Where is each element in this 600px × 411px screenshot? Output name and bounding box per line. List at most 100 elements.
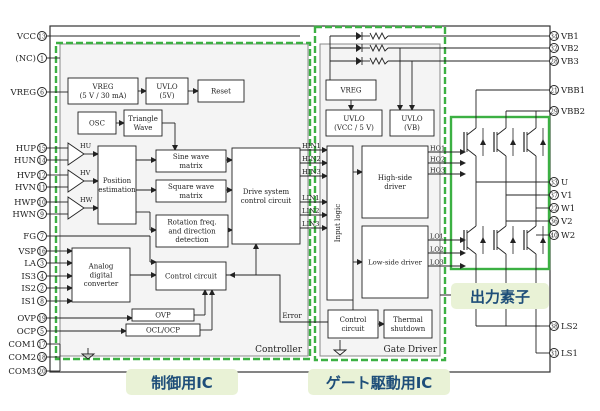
low-side-driver-block-label: Low-side driver: [368, 258, 423, 266]
gd-vreg-block-label: VREG: [339, 86, 361, 94]
triangle-wave-block-label: Wave: [134, 124, 153, 132]
pin-number: 5: [40, 328, 44, 335]
pin-circle: [549, 230, 559, 240]
pin-number: 18: [38, 354, 46, 361]
pin-circle: [549, 85, 559, 95]
pin-circle: [37, 283, 47, 293]
gate-driver-ic-frame: [313, 25, 447, 362]
uvlo-block: [145, 77, 189, 105]
uvlo-block-label: (5V): [160, 92, 175, 100]
square-wave-block-label: matrix: [179, 192, 202, 200]
drive-system-block-label: Drive system: [243, 188, 290, 196]
bootstrap-diode-icon: [356, 57, 362, 65]
signal-label: LIN3: [302, 220, 319, 228]
igbt-emitter: [466, 246, 477, 255]
pin-number: 28: [550, 58, 558, 65]
pin-name: VBB1: [560, 86, 585, 96]
gate-driver-caption: Gate Driver: [384, 345, 438, 355]
igbt-emitter: [526, 246, 537, 255]
pin-circle: [37, 271, 47, 281]
drive-system-block-label: control circuit: [241, 197, 292, 205]
output-label: HO1: [430, 145, 445, 153]
pin-number: 37: [550, 192, 558, 199]
triangle-wave-block-label: Triangle: [128, 115, 158, 123]
pin-name: HUN: [14, 156, 37, 166]
pin-name: HVP: [17, 171, 37, 181]
igbt-collector: [466, 127, 477, 136]
igbt-emitter: [466, 148, 477, 157]
pin-circle: [549, 43, 559, 53]
pin-number: 4: [40, 273, 44, 280]
vreg-block: [67, 77, 139, 105]
pin-circle: [37, 197, 47, 207]
pin-number: 40: [550, 232, 558, 239]
pin-name: V2: [560, 217, 573, 227]
rotation-detection-block-label: Rotation freq.: [167, 219, 216, 227]
bootstrap-diode-icon: [356, 44, 362, 52]
pin-name: VB2: [560, 44, 579, 54]
thermal-shutdown-block-label: Thermal: [393, 316, 423, 324]
ovp-block: [131, 308, 195, 322]
pin-circle: [37, 296, 47, 306]
pin-number: 22: [550, 205, 558, 212]
vreg-block-label: VREG: [91, 83, 113, 91]
pin-number: 32: [550, 45, 558, 52]
pin-number: 12: [38, 172, 46, 179]
hall-label: HV: [80, 169, 91, 177]
pin-name: IS1: [21, 297, 36, 307]
output-devices-badge: [451, 283, 549, 309]
ovp-block-label: OVP: [155, 311, 171, 319]
vreg-block-label: (5 V / 30 mA): [80, 92, 127, 100]
pin-number: 13: [38, 33, 46, 40]
ocl-block-label: OCL/OCP: [146, 326, 180, 334]
pin-name: LA: [24, 259, 37, 269]
pin-name: IS2: [21, 284, 36, 294]
resistor-icon: [369, 56, 389, 66]
pin-circle: [37, 231, 47, 241]
pin-name: FG: [23, 232, 36, 242]
pin-circle: [549, 321, 559, 331]
resistor-icon: [369, 31, 389, 41]
pin-name: W1: [561, 204, 575, 214]
input-logic-block: [326, 145, 354, 301]
pin-circle: [549, 203, 559, 213]
signal-label: HIN1: [302, 142, 321, 150]
pin-circle: [37, 258, 47, 268]
reset-block: [197, 79, 245, 103]
igbt-emitter: [496, 148, 507, 157]
pin-circle: [37, 87, 47, 97]
position-estimation-block: [97, 145, 137, 225]
igbt-emitter: [496, 246, 507, 255]
pin-circle: [549, 177, 559, 187]
resistor-icon: [369, 43, 389, 53]
pin-name: COM2: [8, 353, 36, 363]
pin-name: VCC: [16, 32, 36, 42]
gate-driver-ic-badge-label: ゲート駆動用IC: [326, 374, 433, 392]
pin-number: 31: [550, 350, 558, 357]
output-label: HO3: [430, 167, 445, 175]
pin-circle: [37, 326, 47, 336]
control-circuit-block-label: Control circuit: [165, 272, 217, 280]
bootstrap-diode-icon: [356, 32, 362, 40]
thermal-shutdown-block-label: shutdown: [391, 325, 426, 333]
pin-circle: [37, 352, 47, 362]
pin-number: 17: [38, 341, 46, 348]
pin-circle: [549, 56, 559, 66]
pin-number: 33: [550, 179, 558, 186]
adc-block-label: Analog: [88, 263, 114, 271]
pin-number: 1: [40, 55, 44, 62]
rotation-detection-block-label: detection: [175, 236, 209, 244]
output-label: LO1: [430, 233, 444, 241]
control-circuit-block: [155, 261, 227, 291]
pin-name: VBB2: [560, 107, 585, 117]
position-estimation-block-label: estimation: [98, 186, 136, 194]
pin-number: 20: [38, 368, 46, 375]
pin-name: LS2: [561, 322, 578, 332]
gd-control-block-label: Control: [340, 316, 367, 324]
pin-circle: [37, 143, 47, 153]
gd-uvlo-vcc-block-label: UVLO: [343, 115, 365, 123]
gate-driver-ic-badge: [308, 369, 450, 395]
igbt-collector: [526, 225, 537, 234]
pin-circle: [37, 313, 47, 323]
rotation-detection-block-label: and direction: [168, 227, 216, 235]
